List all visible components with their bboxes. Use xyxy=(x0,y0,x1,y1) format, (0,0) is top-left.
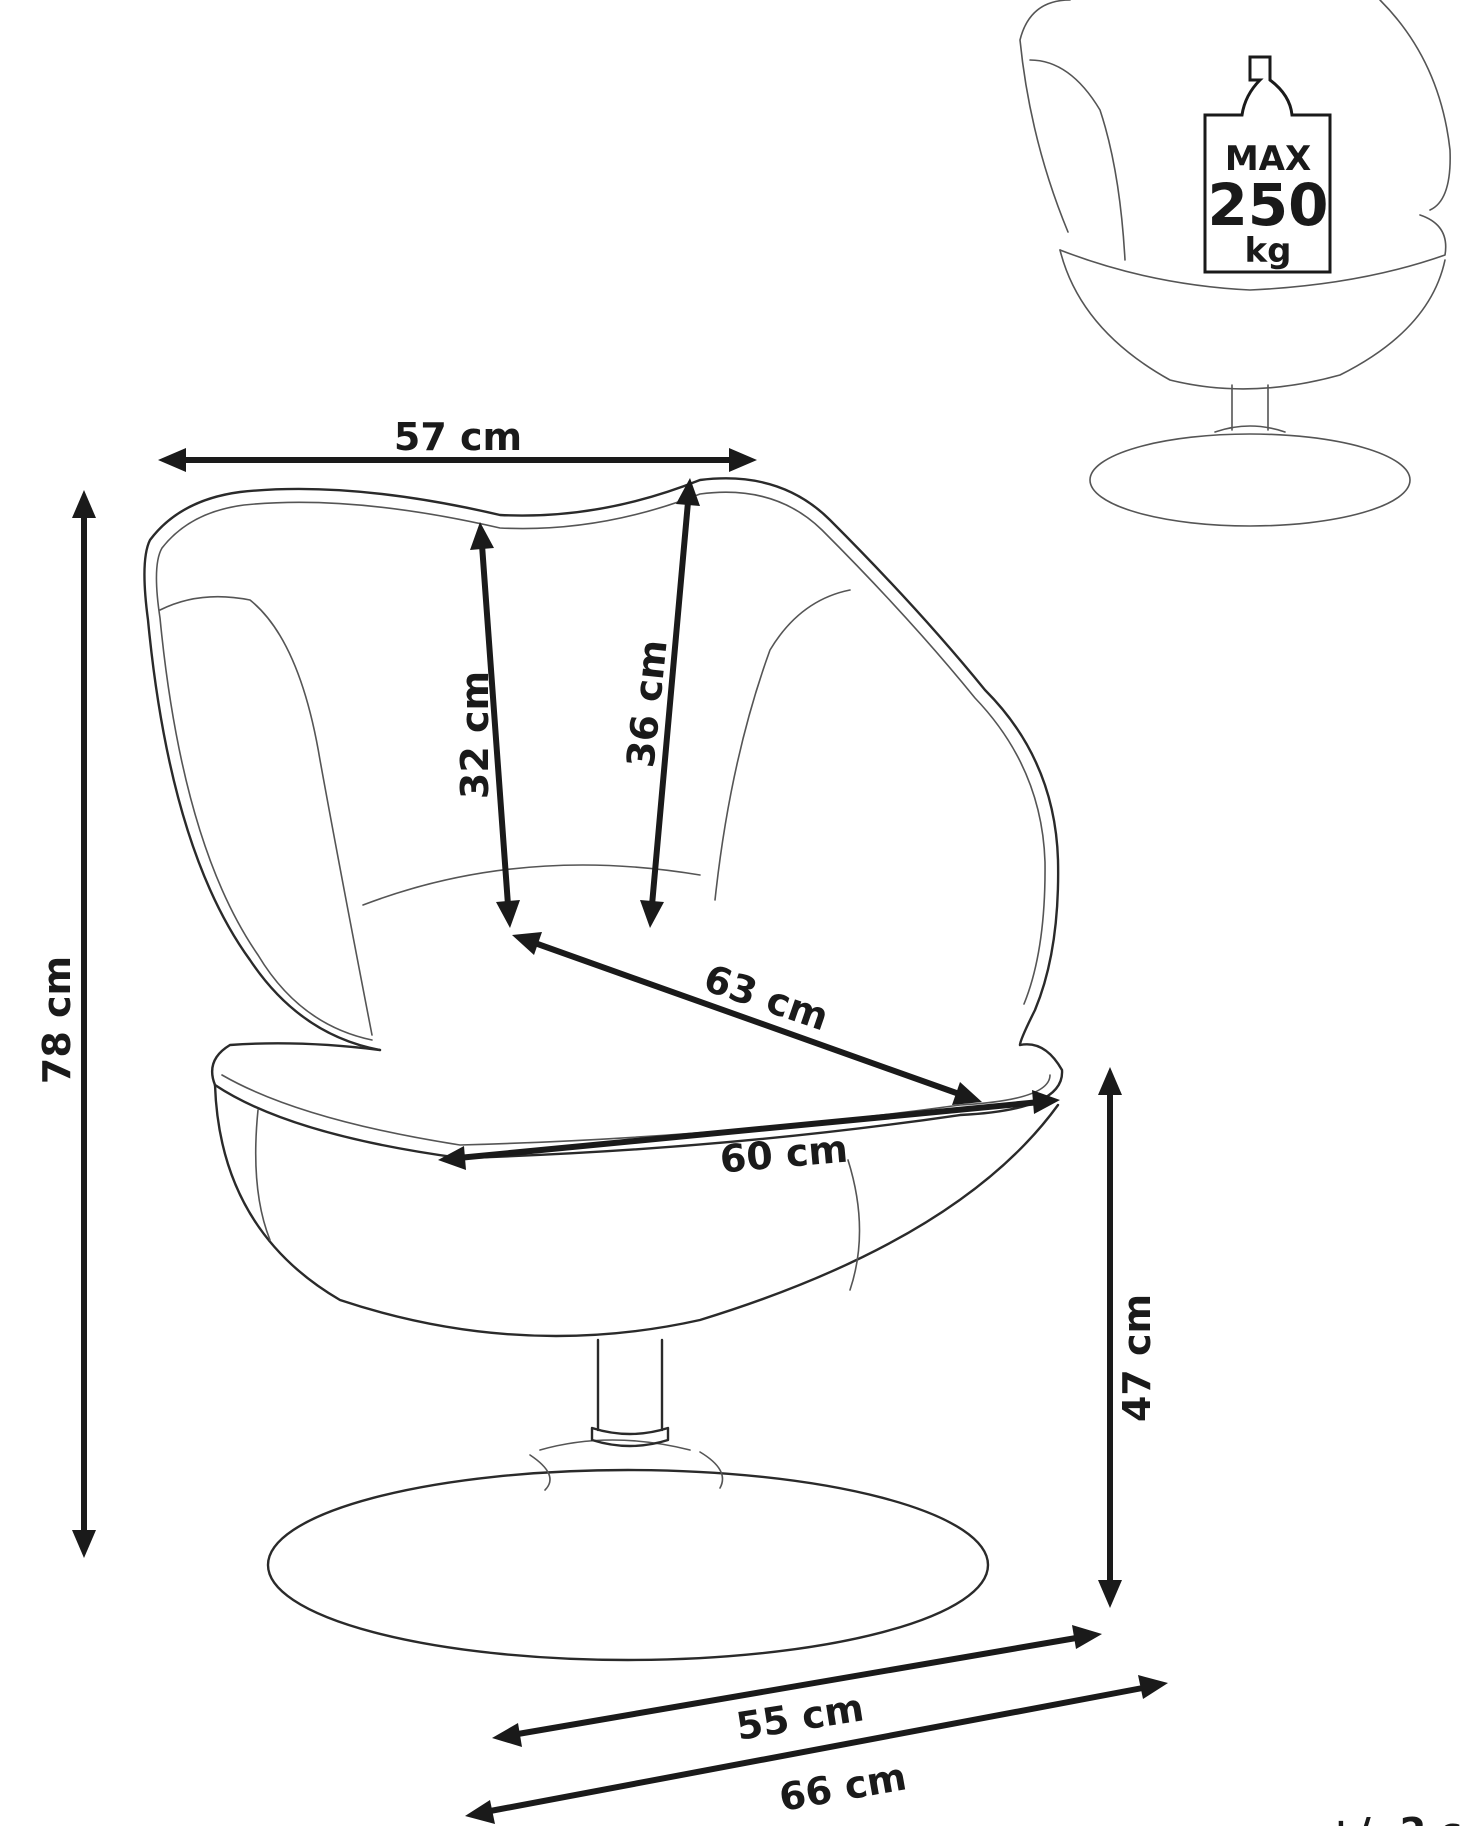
dimension-base-depth: 55 cm xyxy=(492,1625,1102,1749)
dimension-seat-height: 47 cm xyxy=(1098,1067,1159,1608)
weight-icon: MAX 250 kg xyxy=(1203,55,1332,274)
dimension-label-total-height: 78 cm xyxy=(35,956,79,1084)
dimension-seat-width: 60 cm xyxy=(438,1090,1060,1182)
swivel-chair-thumbnail xyxy=(1019,0,1451,527)
dimension-total-height: 78 cm xyxy=(35,490,96,1558)
weight-label-unit: kg xyxy=(1245,231,1292,271)
dimension-label-seat-width: 60 cm xyxy=(718,1127,850,1182)
dimension-back-outer: 36 cm xyxy=(618,478,700,928)
tolerance-note: +/- 2 cm xyxy=(1325,1810,1460,1826)
dimension-label-width-top: 57 cm xyxy=(394,415,522,459)
dimension-label-back-inner: 32 cm xyxy=(453,671,497,799)
weight-label-max: MAX xyxy=(1225,139,1311,179)
dimension-width-top: 57 cm xyxy=(158,415,757,472)
dimension-label-seat-height: 47 cm xyxy=(1115,1294,1159,1422)
weight-label-value: 250 xyxy=(1207,171,1328,239)
dimension-back-inner: 32 cm xyxy=(453,522,520,928)
dimension-label-total-depth: 66 cm xyxy=(776,1754,910,1820)
swivel-chair-icon xyxy=(143,477,1064,1662)
dimension-seat-diagonal: 63 cm xyxy=(512,932,982,1105)
